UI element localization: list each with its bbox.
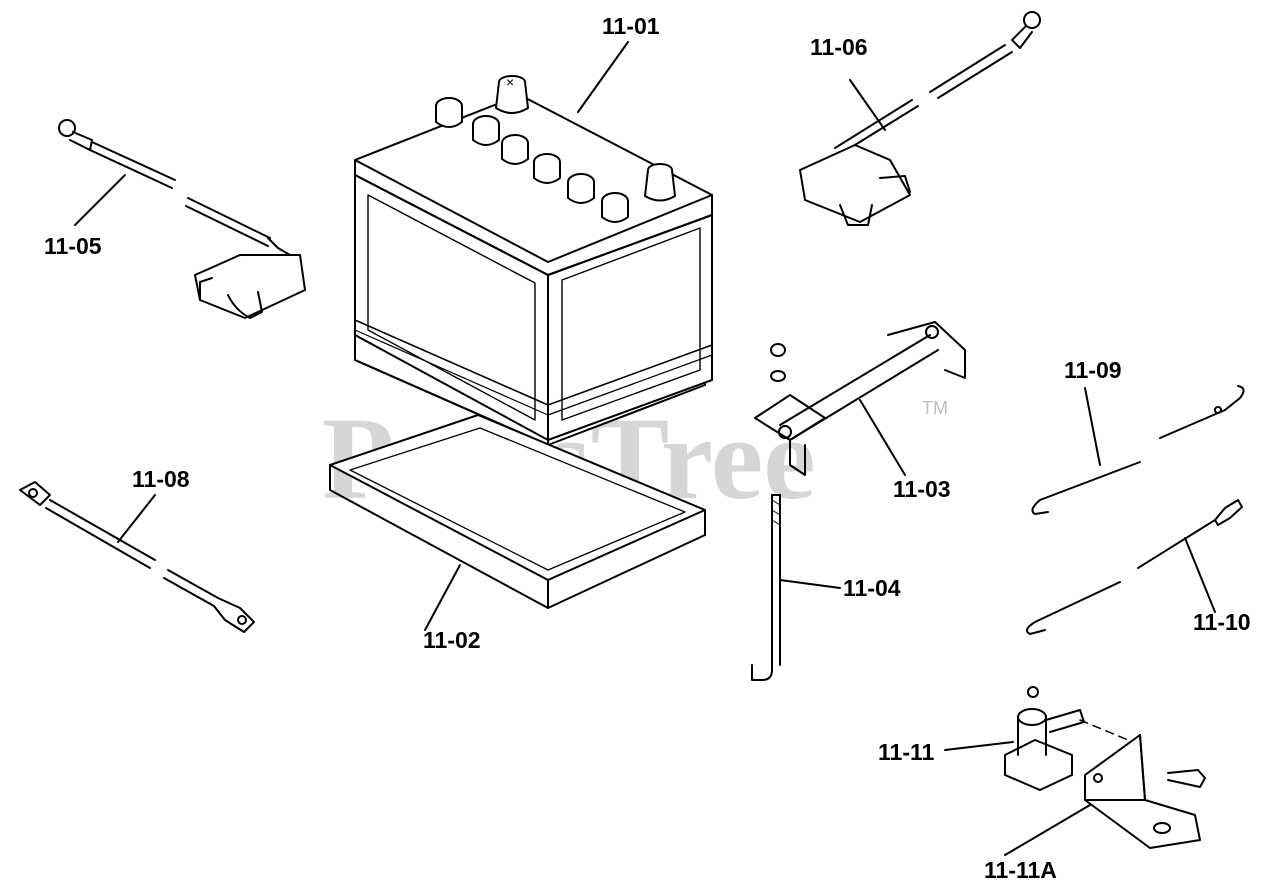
battery-part[interactable]: × — [354, 74, 713, 446]
ground-cable-part[interactable] — [19, 481, 255, 633]
callout-labels: 11-01 11-02 11-03 11-04 11-05 11-06 11-0… — [44, 13, 1251, 883]
wire-lead-10-part[interactable] — [1025, 499, 1243, 635]
battery-cable-clamp-right-part[interactable] — [799, 11, 1041, 226]
watermark-trademark: TM — [922, 398, 948, 418]
callout-11-09: 11-09 — [1064, 357, 1122, 383]
callout-11-03: 11-03 — [893, 476, 951, 502]
battery-tray-part[interactable] — [329, 414, 706, 609]
callout-11-06: 11-06 — [810, 34, 868, 60]
wire-lead-09-part[interactable] — [1031, 385, 1245, 515]
battery-cable-clamp-left-part[interactable] — [58, 119, 306, 319]
callout-11-10: 11-10 — [1193, 609, 1251, 635]
callout-11-01: 11-01 — [602, 13, 660, 39]
callout-11-08: 11-08 — [132, 466, 190, 492]
callout-11-05: 11-05 — [44, 233, 102, 259]
callout-11-04: 11-04 — [843, 575, 901, 601]
callout-11-11a: 11-11A — [984, 857, 1057, 883]
callout-11-11: 11-11 — [878, 739, 934, 765]
callout-11-02: 11-02 — [423, 627, 481, 653]
svg-text:×: × — [506, 74, 514, 90]
mounting-bracket-part[interactable] — [1084, 734, 1206, 849]
solenoid-part[interactable] — [1004, 686, 1141, 791]
hold-down-bracket-part[interactable] — [754, 321, 966, 476]
